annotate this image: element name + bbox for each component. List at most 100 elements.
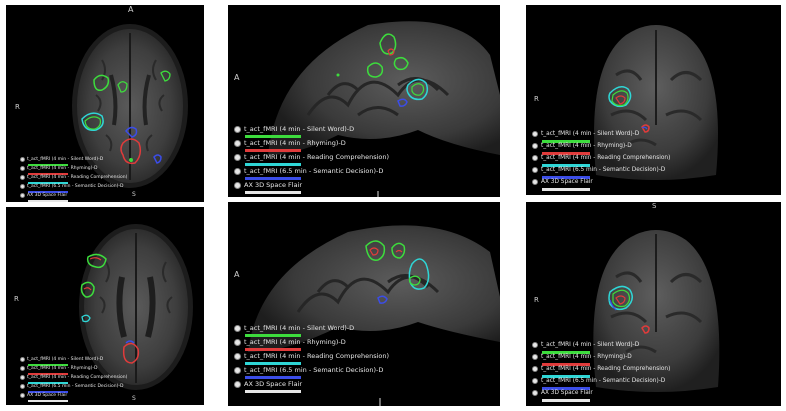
visibility-toggle-icon[interactable] <box>234 338 241 346</box>
legend-item: t_act_fMRI (4 min - Silent Word)-D <box>532 131 639 137</box>
visibility-toggle-icon[interactable] <box>20 366 25 371</box>
visibility-toggle-icon[interactable] <box>234 181 241 189</box>
visibility-toggle-icon[interactable] <box>20 157 25 162</box>
legend-color-bar <box>245 191 301 194</box>
visibility-toggle-icon[interactable] <box>234 153 241 161</box>
legend-color-bar <box>245 390 301 393</box>
legend-item: t_act_fMRI (4 min - Reading Comprehensio… <box>234 352 389 360</box>
legend-item: AX 3D Space Flair <box>20 193 67 198</box>
orientation-label-left: R <box>15 103 20 111</box>
visibility-toggle-icon[interactable] <box>20 357 25 362</box>
legend-color-bar <box>245 163 301 166</box>
brain-slice-axial-lower <box>79 224 193 390</box>
brain-slice-axial-upper <box>72 24 188 188</box>
legend-item: t_act_fMRI (4 min - Silent Word)-D <box>234 324 354 332</box>
legend-item: t_act_fMRI (6.5 min - Semantic Decision)… <box>234 366 383 374</box>
mri-panel-axial-lower: R S t_act_fMRI (4 min - Silent Word)-D t… <box>6 207 204 405</box>
orientation-label-top: A <box>128 5 134 14</box>
visibility-toggle-icon[interactable] <box>532 354 538 360</box>
visibility-toggle-icon[interactable] <box>532 179 538 185</box>
legend-item: AX 3D Space Flair <box>234 380 302 388</box>
visibility-toggle-icon[interactable] <box>20 384 25 389</box>
legend-item: t_act_fMRI (6.5 min - Semantic Decision)… <box>532 378 665 384</box>
legend-item: t_act_fMRI (4 min - Rhyming)-D <box>532 143 632 149</box>
legend-item: AX 3D Space Flair <box>234 181 302 189</box>
visibility-toggle-icon[interactable] <box>20 184 25 189</box>
legend-item: AX 3D Space Flair <box>532 179 593 185</box>
legend-color-bar <box>28 191 68 193</box>
orientation-label-bottom: S <box>132 191 136 198</box>
legend-item: t_act_fMRI (4 min - Silent Word)-D <box>20 357 103 362</box>
legend-color-bar <box>245 177 301 180</box>
legend-color-bar <box>245 362 301 365</box>
visibility-toggle-icon[interactable] <box>234 125 241 133</box>
legend-color-bar <box>28 391 68 393</box>
legend-item: t_act_fMRI (6.5 min - Semantic Decision)… <box>234 167 383 175</box>
mri-panel-sagittal-lower: A t_act_fMRI (4 min - Silent Word)-D t_a… <box>228 202 500 406</box>
mri-panel-coronal-upper: R t_act_fMRI (4 min - Silent Word)-D t_a… <box>526 5 781 195</box>
visibility-toggle-icon[interactable] <box>532 155 538 161</box>
legend-color-bar <box>28 164 68 166</box>
legend-color-bar <box>542 164 590 167</box>
visibility-toggle-icon[interactable] <box>20 375 25 380</box>
visibility-toggle-icon[interactable] <box>20 393 25 398</box>
legend-color-bar <box>542 188 590 191</box>
legend-item: t_act_fMRI (4 min - Silent Word)-D <box>20 157 103 162</box>
legend-color-bar <box>542 399 590 402</box>
legend-item: AX 3D Space Flair <box>20 393 67 398</box>
mri-panel-axial-upper: A R S t_act_fMRI (4 min - Silent Word)-D… <box>6 5 204 202</box>
mri-panel-coronal-lower: S R t_act_fMRI (4 min - Silent Word)-D t… <box>526 202 781 406</box>
brain-slice-coronal-lower <box>593 230 720 392</box>
legend-color-bar <box>245 149 301 152</box>
orientation-label-left: A <box>234 270 240 279</box>
visibility-toggle-icon[interactable] <box>532 366 538 372</box>
visibility-toggle-icon[interactable] <box>234 324 241 332</box>
brain-slice-sagittal-lower <box>248 225 500 406</box>
legend-item: t_act_fMRI (4 min - Silent Word)-D <box>532 342 639 348</box>
visibility-toggle-icon[interactable] <box>532 131 538 137</box>
legend-color-bar <box>28 382 68 384</box>
legend-color-bar <box>542 176 590 179</box>
legend-item: t_act_fMRI (4 min - Reading Comprehensio… <box>532 366 670 372</box>
legend-item: t_act_fMRI (4 min - Rhyming)-D <box>532 354 632 360</box>
brain-slice-sagittal-upper <box>268 21 500 197</box>
visibility-toggle-icon[interactable] <box>532 143 538 149</box>
legend-color-bar <box>28 400 68 402</box>
legend-item: t_act_fMRI (4 min - Reading Comprehensio… <box>234 153 389 161</box>
legend-color-bar <box>542 375 590 378</box>
brain-slice-coronal-upper <box>594 25 718 180</box>
visibility-toggle-icon[interactable] <box>234 366 241 374</box>
visibility-toggle-icon[interactable] <box>20 193 25 198</box>
legend-item: t_act_fMRI (4 min - Rhyming)-D <box>234 139 346 147</box>
legend-color-bar <box>28 364 68 366</box>
visibility-toggle-icon[interactable] <box>20 166 25 171</box>
orientation-label-bottom: S <box>132 395 136 402</box>
legend-color-bar <box>245 334 301 337</box>
visibility-toggle-icon[interactable] <box>234 167 241 175</box>
legend-color-bar <box>542 152 590 155</box>
legend-item: t_act_fMRI (4 min - Silent Word)-D <box>234 125 354 133</box>
visibility-toggle-icon[interactable] <box>532 390 538 396</box>
legend-item: t_act_fMRI (6.5 min - Semantic Decision)… <box>20 384 123 389</box>
legend-item: t_act_fMRI (6.5 min - Semantic Decision)… <box>20 184 123 189</box>
visibility-toggle-icon[interactable] <box>234 139 241 147</box>
legend-item: t_act_fMRI (4 min - Reading Comprehensio… <box>20 375 127 380</box>
mri-panel-sagittal-upper: A t_act_fMRI (4 min - Silent Word)-D t_a… <box>228 5 500 197</box>
legend-color-bar <box>542 140 590 143</box>
orientation-label-left: R <box>14 295 19 303</box>
visibility-toggle-icon[interactable] <box>234 352 241 360</box>
legend-color-bar <box>542 351 590 354</box>
legend-color-bar <box>245 348 301 351</box>
legend-color-bar <box>28 173 68 175</box>
legend-color-bar <box>28 182 68 184</box>
visibility-toggle-icon[interactable] <box>532 378 538 384</box>
legend-item: t_act_fMRI (4 min - Reading Comprehensio… <box>20 175 127 180</box>
visibility-toggle-icon[interactable] <box>234 380 241 388</box>
legend-item: AX 3D Space Flair <box>532 390 593 396</box>
visibility-toggle-icon[interactable] <box>532 342 538 348</box>
orientation-label-left: R <box>534 95 539 103</box>
legend-color-bar <box>542 363 590 366</box>
visibility-toggle-icon[interactable] <box>20 175 25 180</box>
legend-item: t_act_fMRI (4 min - Reading Comprehensio… <box>532 155 670 161</box>
visibility-toggle-icon[interactable] <box>532 167 538 173</box>
